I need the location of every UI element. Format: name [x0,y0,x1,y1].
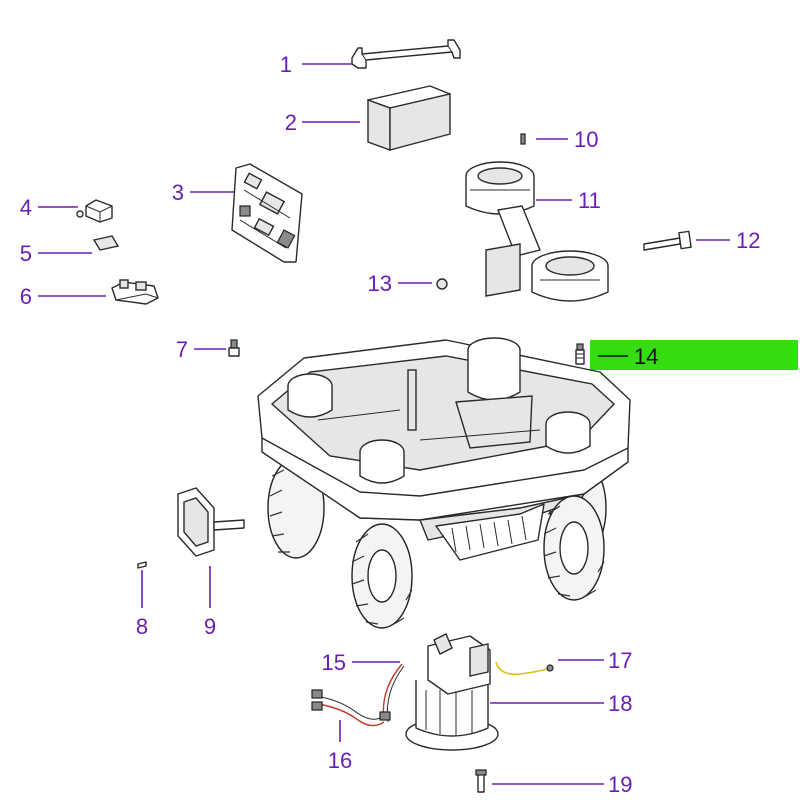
callout-17: 17 [608,648,632,673]
callout-7: 7 [176,337,188,362]
callout-9: 9 [204,614,216,639]
leader-lines [38,63,730,785]
callout-1: 1 [280,52,292,77]
part-19-screw[interactable] [475,769,487,793]
part-6-bracket[interactable] [111,279,159,305]
callout-4: 4 [20,195,32,220]
callout-11: 11 [578,188,601,213]
callout-14: 14 [634,344,658,369]
part-7-screw[interactable] [228,339,240,357]
callout-2: 2 [285,110,297,135]
callout-8: 8 [136,614,148,639]
part-1-handle-bar[interactable] [351,39,461,69]
part-2-battery[interactable] [367,85,451,151]
part-10-screw[interactable] [520,133,526,145]
callout-13: 13 [368,271,392,296]
part-11-wheel-arm[interactable] [465,161,609,302]
part-14-screw[interactable] [575,343,585,365]
part-12-axle-bolt[interactable] [643,230,692,251]
callout-12: 12 [736,228,760,253]
callout-6: 6 [20,284,32,309]
part-5-plate[interactable] [92,235,120,251]
callout-3: 3 [172,180,184,205]
part-3-circuit-board[interactable] [231,163,303,263]
callout-16: 16 [328,748,352,773]
part-18-cutting-motor[interactable] [405,633,499,751]
callout-18: 18 [608,691,632,716]
part-9-charging-plate[interactable] [177,487,245,557]
part-8-pin[interactable] [137,561,147,569]
part-13-nut[interactable] [436,278,448,290]
part-16-wire-harness[interactable] [311,689,391,727]
callout-labels: 1 2 3 4 5 6 7 8 9 10 11 12 13 14 15 16 1… [20,52,761,797]
part-4-sensor[interactable] [76,199,113,223]
callout-15: 15 [322,650,346,675]
robot-chassis-assembly[interactable] [257,337,631,629]
callout-5: 5 [20,241,32,266]
callout-10: 10 [574,127,598,152]
part-17-wire[interactable] [495,661,554,676]
callout-19: 19 [608,772,632,797]
callout-14-highlight [590,340,798,370]
